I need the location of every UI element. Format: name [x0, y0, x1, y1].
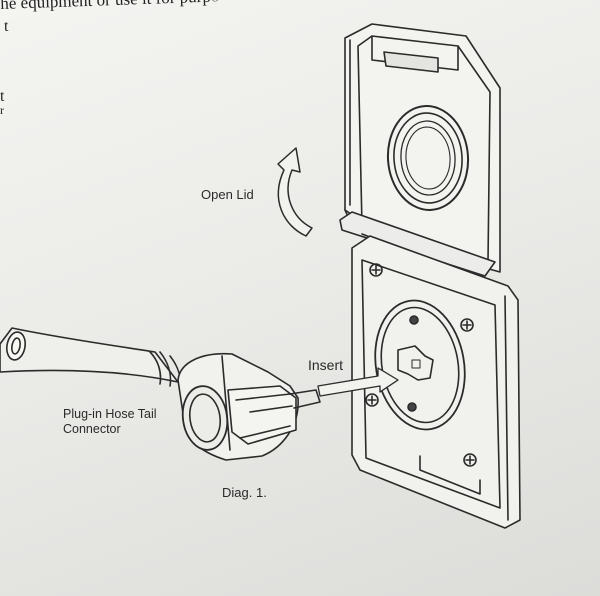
text-fragment: t — [0, 88, 5, 105]
open-lid-label: Open Lid — [201, 187, 254, 202]
text-fragment: t — [4, 18, 9, 35]
text-fragment: r — [0, 103, 4, 117]
diagram-caption: Diag. 1. — [222, 485, 267, 500]
hose-connector-illustration — [177, 352, 321, 461]
insert-arrow — [317, 367, 399, 397]
lid-illustration — [339, 23, 501, 293]
hose-illustration — [0, 327, 182, 391]
hose-connector-label: Plug-in Hose Tail Connector — [63, 407, 183, 437]
base-plate-illustration — [351, 235, 521, 529]
hose-connector-label-line1: Plug-in Hose Tail — [63, 407, 157, 421]
hose-connector-label-line2: Connector — [63, 422, 121, 436]
insert-label: Insert — [308, 357, 344, 373]
open-lid-arrow — [277, 147, 313, 237]
